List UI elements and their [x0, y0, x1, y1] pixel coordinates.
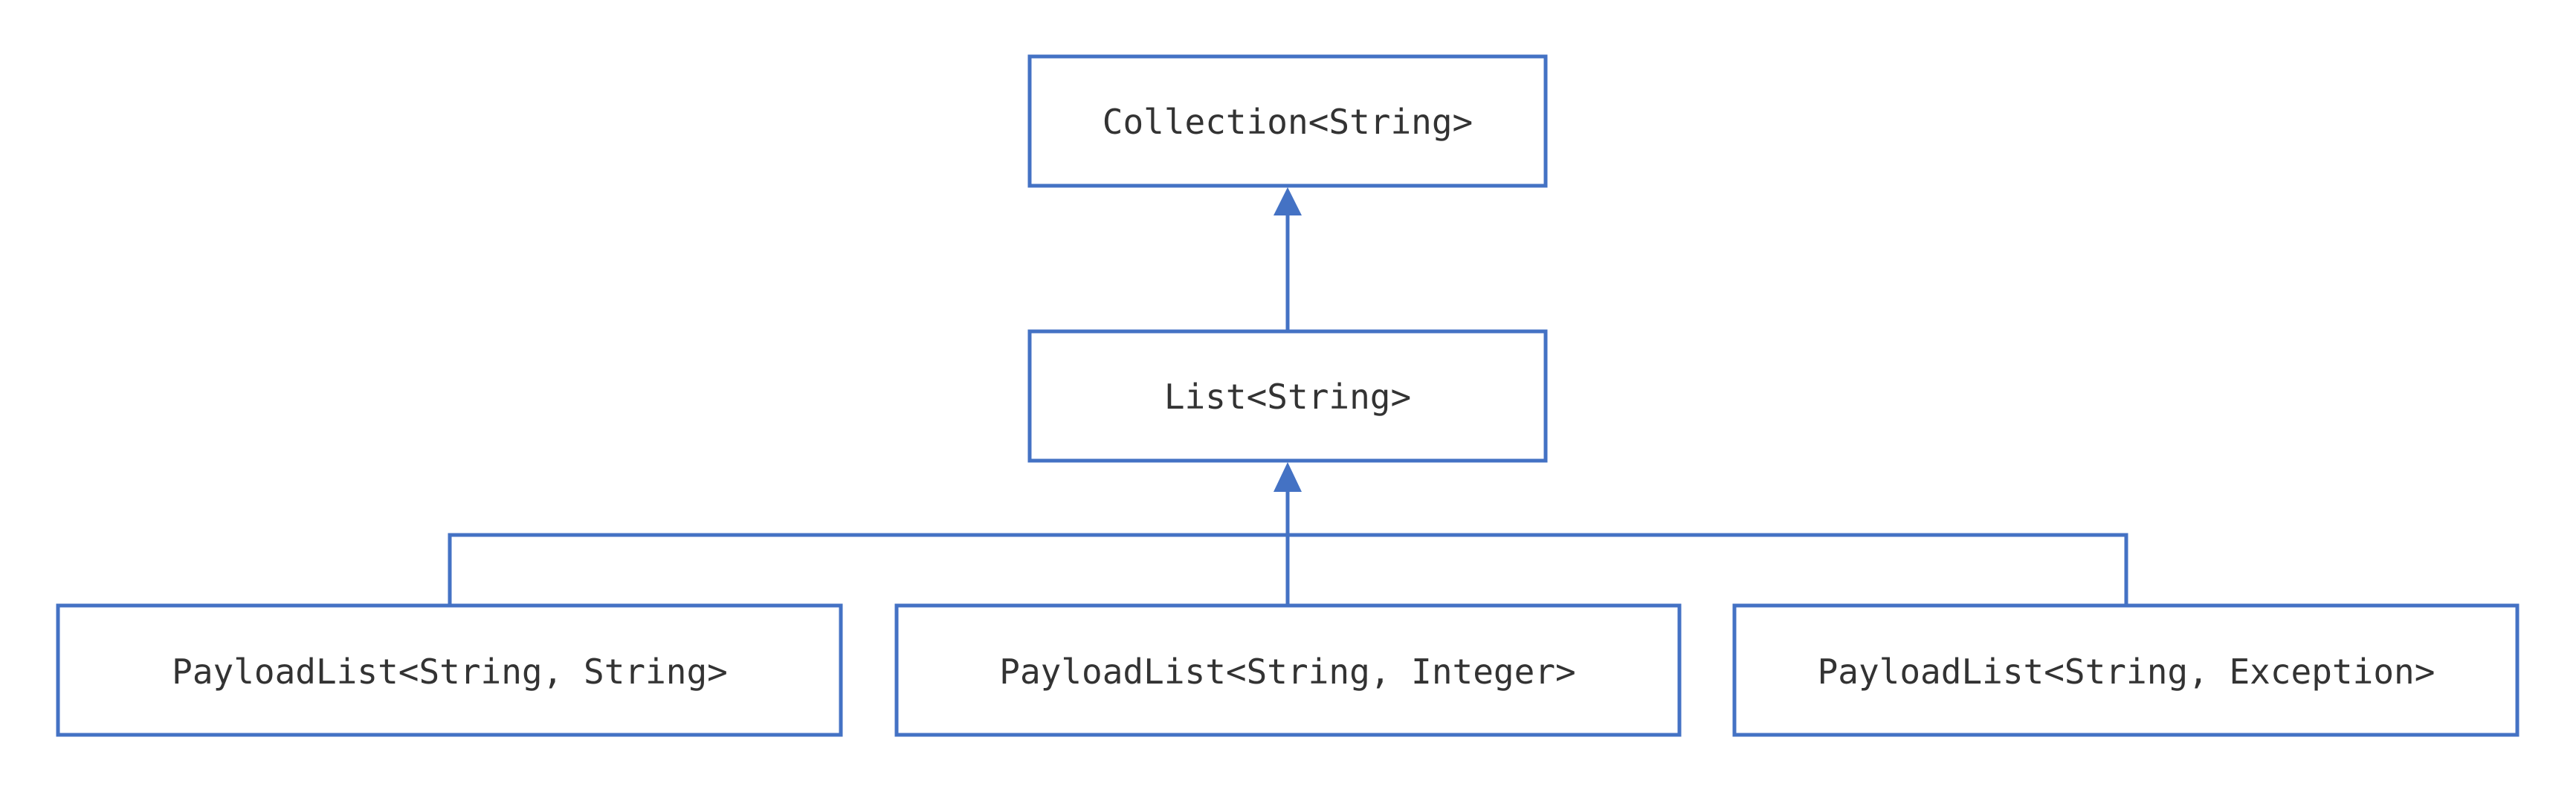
node-collection[interactable]: Collection<String> — [1027, 54, 1548, 188]
node-payload-integer-label: PayloadList<String, Integer> — [999, 652, 1575, 692]
edge-payload-exception-to-list — [1288, 533, 2128, 606]
arrowhead-collection — [1274, 187, 1302, 215]
node-payload-exception-label: PayloadList<String, Exception> — [1818, 652, 2435, 692]
connectors — [448, 187, 2128, 606]
edge-payload-string-to-list — [448, 533, 1288, 606]
node-collection-label: Collection<String> — [1103, 102, 1473, 142]
node-payload-string-label: PayloadList<String, String> — [172, 652, 728, 692]
node-payload-string[interactable]: PayloadList<String, String> — [56, 603, 843, 737]
node-payload-integer[interactable]: PayloadList<String, Integer> — [894, 603, 1682, 737]
node-payload-exception[interactable]: PayloadList<String, Exception> — [1732, 603, 2519, 737]
node-list[interactable]: List<String> — [1027, 329, 1548, 463]
node-list-label: List<String> — [1164, 377, 1411, 417]
arrowhead-list — [1274, 462, 1302, 492]
